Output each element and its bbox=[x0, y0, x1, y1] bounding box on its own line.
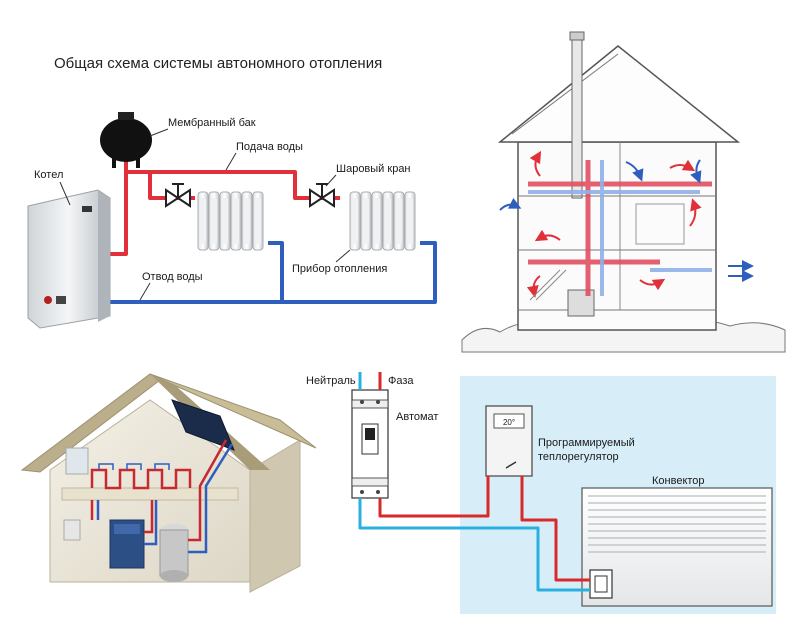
thermostat-display: 20° bbox=[503, 418, 515, 427]
radiator-right bbox=[349, 191, 416, 251]
thermostat bbox=[485, 405, 533, 477]
phase-wire-to-convector bbox=[520, 476, 590, 582]
membrane-tank bbox=[100, 112, 152, 168]
return-pipe bbox=[106, 241, 437, 304]
thermostat-label-line1: Программируемый bbox=[538, 437, 635, 449]
membrane-tank-label: Мембранный бак bbox=[168, 117, 256, 129]
radiator-label: Прибор отопления bbox=[292, 263, 387, 275]
boiler-circuit: Котел Мембранный бак Подача воды Шаровый… bbox=[27, 112, 437, 329]
ball-valve-label: Шаровый кран bbox=[336, 163, 411, 175]
convector bbox=[581, 487, 773, 607]
ball-valve-right bbox=[309, 183, 335, 208]
neutral-wire bbox=[358, 498, 590, 592]
neutral-label: Нейтраль bbox=[306, 375, 356, 387]
diagram-title: Общая схема системы автономного отоплени… bbox=[54, 55, 382, 72]
boiler bbox=[27, 189, 111, 329]
house-cross-section bbox=[461, 31, 786, 353]
phase-wire-to-thermostat bbox=[378, 476, 490, 518]
boiler-label: Котел bbox=[34, 169, 63, 181]
radiator-left bbox=[197, 191, 264, 251]
breaker-label: Автомат bbox=[396, 411, 438, 423]
ball-valve-left bbox=[165, 183, 191, 208]
phase-label: Фаза bbox=[388, 375, 414, 387]
electric-convector-circuit: 20° Нейтраль Фаза Автомат Программируемы… bbox=[306, 372, 776, 614]
return-label: Отвод воды bbox=[142, 271, 203, 283]
convector-label: Конвектор bbox=[652, 475, 705, 487]
circuit-breaker bbox=[351, 389, 389, 499]
house-3d bbox=[20, 373, 317, 593]
supply-label: Подача воды bbox=[236, 141, 303, 153]
thermostat-label-line2: теплорегулятор bbox=[538, 451, 619, 463]
